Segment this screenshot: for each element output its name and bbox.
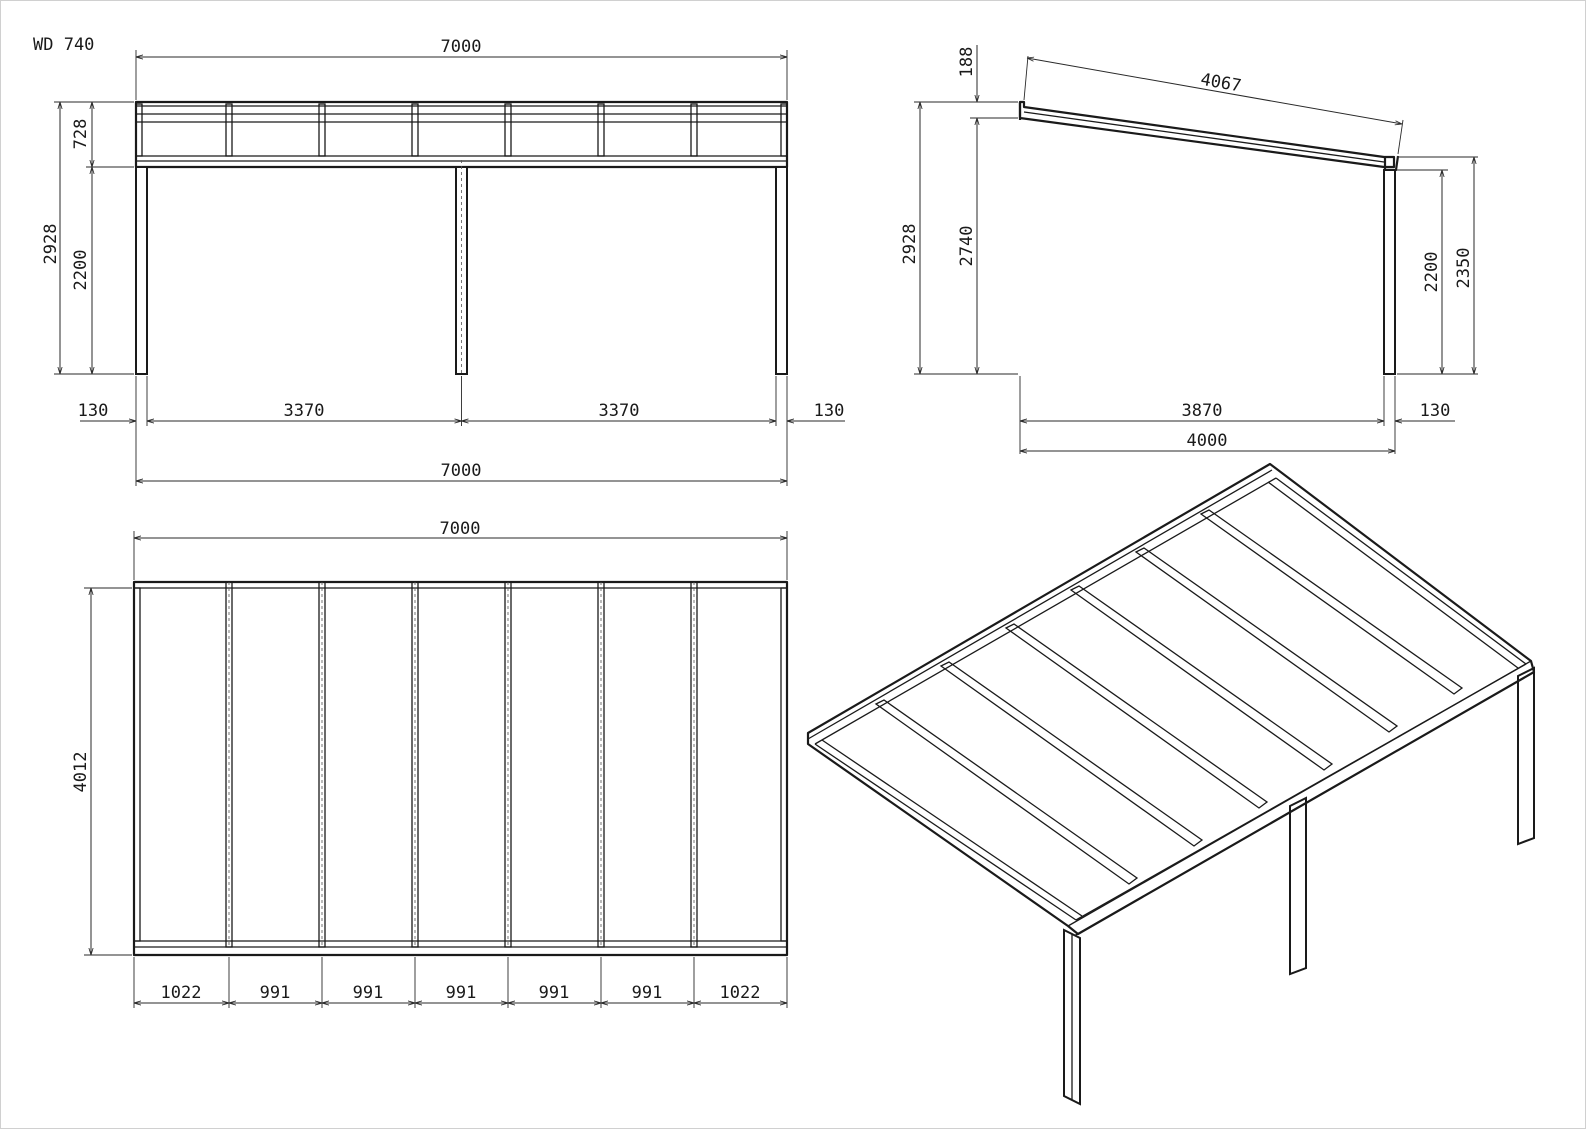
plan-bay-label-1: 1022 (161, 983, 202, 1003)
isometric-view (806, 462, 1536, 1106)
front-post-span-left-label: 3370 (284, 401, 325, 421)
plan-bay-dims: 1022 991 991 991 991 991 1022 (133, 957, 788, 1008)
side-gutter-rise-label: 188 (957, 47, 977, 78)
front-post-right (775, 166, 788, 375)
side-front-height-label: 2350 (1454, 248, 1474, 289)
model-code: WD 740 (33, 35, 94, 55)
plan-rafters (225, 581, 698, 948)
plan-bay-label-3: 991 (353, 983, 384, 1003)
front-clearance-label: 2200 (71, 250, 91, 291)
front-view: 7000 2928 728 2200 130 3370 3370 130 700… (41, 37, 845, 486)
plan-bay-label-5: 991 (539, 983, 570, 1003)
plan-bay-label-7: 1022 (720, 983, 761, 1003)
plan-view: 7000 4012 1022 991 991 991 99 (71, 519, 789, 1008)
side-wall-height-label: 2740 (957, 226, 977, 267)
front-roof-outline (134, 100, 789, 169)
front-gutter-height-label: 728 (71, 119, 91, 150)
side-total-height-label: 2928 (900, 224, 920, 265)
side-post-distance-label: 3870 (1182, 401, 1223, 421)
front-width-bottom-label: 7000 (441, 461, 482, 481)
plan-bay-label-2: 991 (260, 983, 291, 1003)
side-overall-depth-label: 4000 (1187, 431, 1228, 451)
iso-rafters (874, 509, 1464, 885)
front-post-left (135, 166, 148, 375)
side-post-offset-label: 130 (1420, 401, 1451, 421)
side-clearance-label: 2200 (1422, 252, 1442, 293)
side-rafter-length-label: 4067 (1199, 70, 1243, 97)
plan-width-label: 7000 (440, 519, 481, 539)
plan-depth-label: 4012 (71, 752, 91, 793)
front-post-span-right-label: 3370 (599, 401, 640, 421)
side-rafter (1018, 100, 1396, 169)
side-view: 4067 2928 188 2740 2200 2350 3870 130 40… (900, 45, 1478, 454)
side-post (1383, 169, 1396, 375)
front-width-top-label: 7000 (441, 37, 482, 57)
iso-post-middle (1289, 796, 1307, 976)
front-post-offset-right-label: 130 (814, 401, 845, 421)
iso-roof-outline (806, 462, 1536, 936)
front-post-offset-left-label: 130 (78, 401, 109, 421)
iso-post-right (1517, 666, 1535, 846)
plan-bay-label-6: 991 (632, 983, 663, 1003)
plan-bay-label-4: 991 (446, 983, 477, 1003)
front-total-height-label: 2928 (41, 224, 61, 265)
front-rafters (135, 103, 788, 157)
